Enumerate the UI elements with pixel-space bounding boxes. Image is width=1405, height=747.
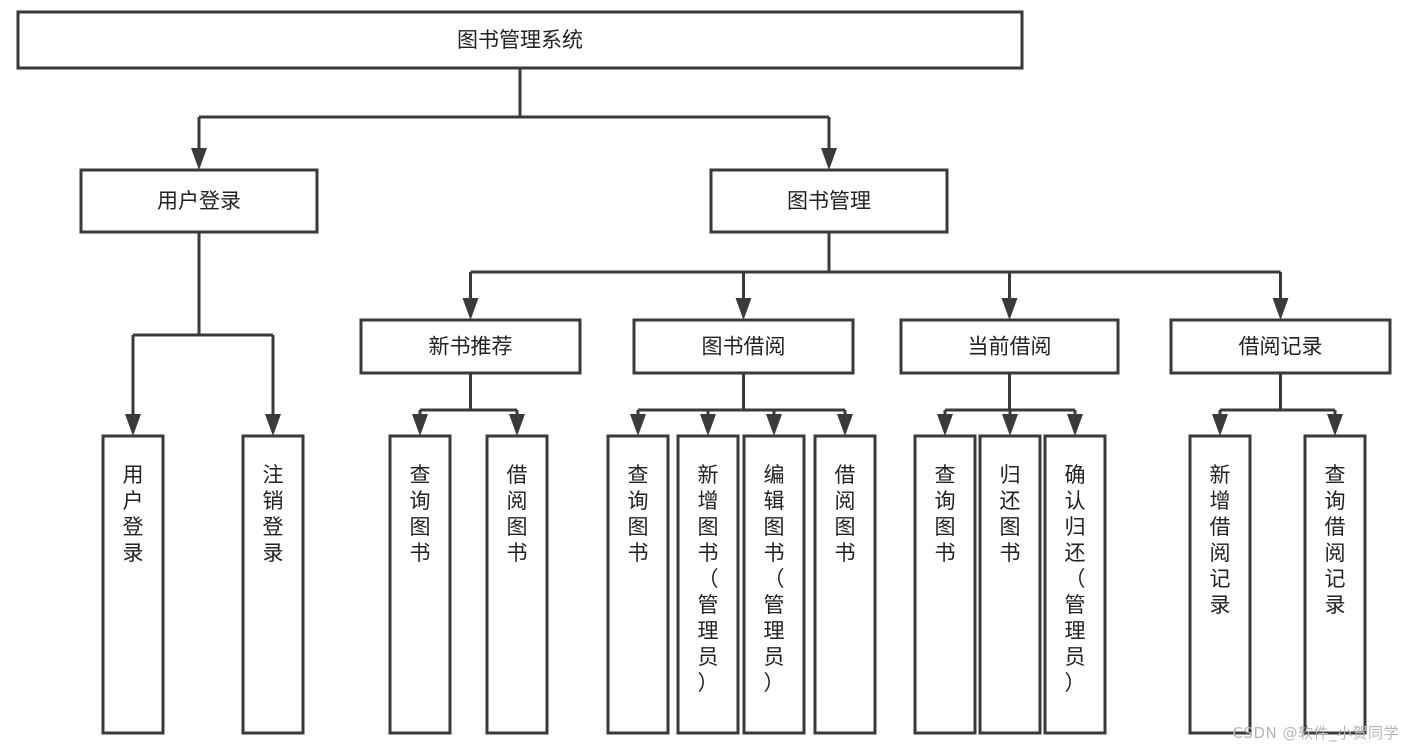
node-label-vertical: 归还图书 [1000,463,1021,565]
node-box [913,434,977,735]
node-box [978,434,1042,735]
node-label-vertical: 查询图书 [410,463,431,565]
node-label: 图书借阅 [702,335,786,359]
node-label-vertical: 新增图书（管理员） [698,463,719,695]
node-box [1303,434,1367,735]
node-label: 当前借阅 [968,335,1052,359]
node-leaf-borrow-book[interactable]: 借阅图书 [813,434,877,735]
node-label-vertical: 新增借阅记录 [1210,463,1231,617]
node-leaf-return-book[interactable]: 归还图书 [978,434,1042,735]
node-label: 新书推荐 [429,335,513,359]
connector-edge [937,373,1083,436]
node-box [899,318,1120,375]
node-leaf-edit-book-admin[interactable]: 编辑图书（管理员） [742,434,806,735]
node-label-vertical: 借阅图书 [507,463,528,565]
node-leaf-rec-query-book[interactable]: 查询图书 [388,434,452,735]
node-book-manage[interactable]: 图书管理 [709,168,949,234]
node-box [676,434,740,735]
node-label-vertical: 确认归还（管理员） [1065,463,1086,695]
node-box [742,434,806,735]
node-label-vertical: 注销登录 [263,463,284,565]
node-borrow-record[interactable]: 借阅记录 [1169,318,1392,375]
node-label-vertical: 查询借阅记录 [1325,463,1346,617]
connector-edge [462,232,1289,320]
node-label-vertical: 借阅图书 [835,463,856,565]
node-box [16,10,1024,70]
node-box [813,434,877,735]
node-label-vertical: 编辑图书（管理员） [764,463,785,695]
node-leaf-add-book-admin[interactable]: 新增图书（管理员） [676,434,740,735]
node-current-borrow[interactable]: 当前借阅 [899,318,1120,375]
node-leaf-confirm-return-admin[interactable]: 确认归还（管理员） [1043,434,1107,735]
connector-edge [412,373,525,436]
node-label: 用户登录 [157,189,241,213]
node-new-book-rec[interactable]: 新书推荐 [359,318,582,375]
node-root[interactable]: 图书管理系统 [16,10,1024,70]
node-label: 借阅记录 [1239,335,1323,359]
csdn-watermark: CSDN @软件_小贺同学 [1232,724,1399,742]
node-label-vertical: 用户登录 [123,463,144,565]
node-label-vertical: 查询图书 [935,463,956,565]
node-leaf-query-borrow-record[interactable]: 查询借阅记录 [1303,434,1367,735]
node-user-login[interactable]: 用户登录 [79,168,319,234]
node-box [79,168,319,234]
node-label: 图书管理系统 [457,28,583,52]
connector-edge [630,373,853,436]
node-box [1188,434,1252,735]
node-box [632,318,855,375]
node-box [359,318,582,375]
node-leaf-borrow-query-book[interactable]: 查询图书 [606,434,670,735]
node-book-borrow[interactable]: 图书借阅 [632,318,855,375]
node-box [606,434,670,735]
node-box [485,434,549,735]
node-box [1043,434,1107,735]
node-label: 图书管理 [787,189,871,213]
connector-edge [191,68,837,170]
connector-edge [125,232,281,436]
node-leaf-user-login[interactable]: 用户登录 [101,434,165,735]
node-box [388,434,452,735]
node-leaf-add-borrow-record[interactable]: 新增借阅记录 [1188,434,1252,735]
node-box [101,434,165,735]
node-box [1169,318,1392,375]
node-leaf-user-logout[interactable]: 注销登录 [241,434,305,735]
node-box [709,168,949,234]
node-leaf-cur-query-book[interactable]: 查询图书 [913,434,977,735]
node-box [241,434,305,735]
node-leaf-rec-borrow-book[interactable]: 借阅图书 [485,434,549,735]
node-label-vertical: 查询图书 [628,463,649,565]
connector-edge [1212,373,1343,436]
